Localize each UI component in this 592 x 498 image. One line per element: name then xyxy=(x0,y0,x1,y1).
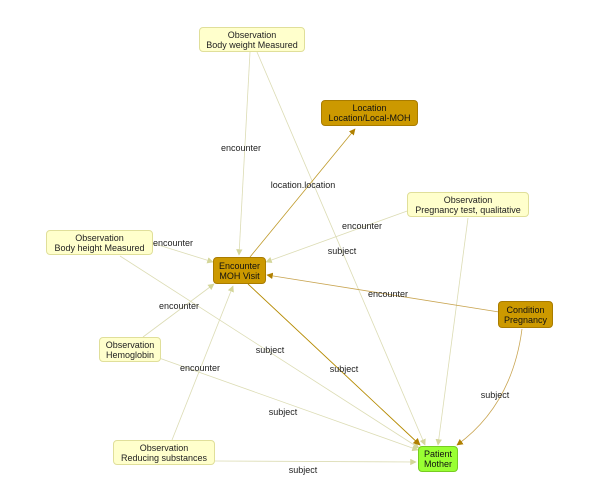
node-label: Location/Local-MOH xyxy=(328,113,411,123)
node-label: Reducing substances xyxy=(120,452,208,463)
node-label: MOH Visit xyxy=(219,270,260,281)
node-type: Observation xyxy=(75,232,124,243)
edge-weight-encounter: encounter xyxy=(221,51,261,256)
node-encounter[interactable]: Encounter MOH Visit xyxy=(213,257,266,284)
node-location[interactable]: Location Location/Local-MOH xyxy=(321,100,418,126)
edge-label: encounter xyxy=(159,301,199,311)
edge-label: subject xyxy=(256,345,285,355)
edge-height-encounter: encounter xyxy=(151,238,214,264)
edge-reducing-encounter: encounter xyxy=(171,285,234,441)
node-type: Observation xyxy=(105,339,155,350)
node-observation-body-weight[interactable]: Observation Body weight Measured xyxy=(199,27,305,52)
node-condition[interactable]: Condition Pregnancy xyxy=(498,301,553,328)
node-observation-body-height[interactable]: Observation Body height Measured xyxy=(46,230,153,255)
node-observation-reducing-substances[interactable]: Observation Reducing substances xyxy=(113,440,215,465)
node-type: Encounter xyxy=(218,260,261,271)
node-observation-hemoglobin[interactable]: Observation Hemoglobin xyxy=(99,337,161,362)
node-label: Pregnancy test, qualitative xyxy=(415,204,521,215)
node-label: Body weight Measured xyxy=(206,39,298,50)
node-label: Mother xyxy=(423,459,452,469)
node-label: Body height Measured xyxy=(54,242,145,253)
node-label: Pregnancy xyxy=(503,314,548,325)
edge-encounter-location: location.location xyxy=(249,128,356,258)
edge-condition-encounter: encounter xyxy=(266,272,500,313)
edge-label: subject xyxy=(330,364,359,374)
edge-label: encounter xyxy=(368,289,408,299)
edge-pregtest-patient: subject xyxy=(328,217,469,446)
edge-hemoglobin-patient: subject xyxy=(158,357,419,452)
edge-label: encounter xyxy=(342,221,382,231)
edge-label: encounter xyxy=(153,238,193,248)
edge-label: subject xyxy=(481,390,510,400)
node-observation-pregnancy-test[interactable]: Observation Pregnancy test, qualitative xyxy=(407,192,529,217)
node-patient[interactable]: Patient Mother xyxy=(418,446,458,472)
edge-condition-patient: subject xyxy=(456,328,523,446)
node-type: Condition xyxy=(506,304,545,315)
edge-height-patient: subject xyxy=(119,255,420,449)
edge-pregtest-encounter: encounter xyxy=(265,209,411,264)
edge-hemoglobin-encounter: encounter xyxy=(142,283,215,338)
edge-label: subject xyxy=(328,246,357,256)
node-label: Hemoglobin xyxy=(105,349,155,360)
edge-label: encounter xyxy=(221,143,261,153)
edge-label: location.location xyxy=(271,180,336,190)
edge-reducing-patient: subject xyxy=(213,458,417,475)
edge-label: subject xyxy=(269,407,298,417)
edge-label: subject xyxy=(289,465,318,475)
node-type: Patient xyxy=(423,449,453,459)
node-type: Location xyxy=(352,103,387,113)
edge-encounter-patient: subject xyxy=(247,283,421,446)
node-type: Observation xyxy=(227,29,277,40)
node-type: Observation xyxy=(139,442,189,453)
node-type: Observation xyxy=(443,194,493,205)
edge-weight-patient xyxy=(256,51,426,446)
edge-label: encounter xyxy=(180,363,220,373)
